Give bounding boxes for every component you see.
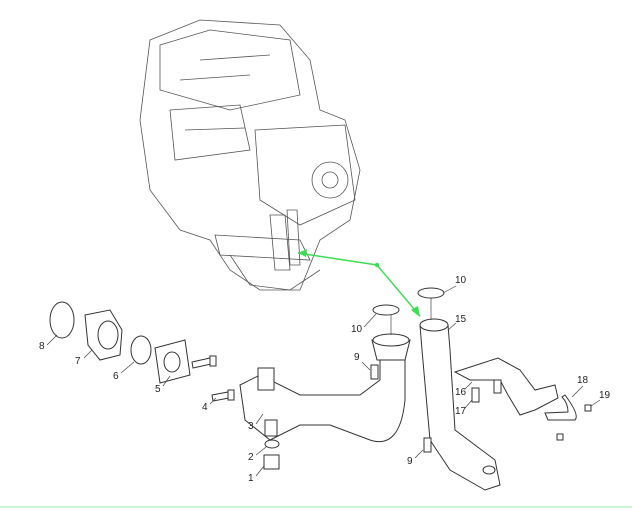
bolt-top (191, 355, 217, 369)
bolt-9b (423, 437, 432, 453)
plug-1 (263, 454, 280, 470)
callout-10-left: 10 (351, 324, 363, 335)
coolant-pipe-15 (419, 318, 501, 491)
callout-9-right: 9 (407, 456, 413, 467)
leader-lines (46, 285, 601, 477)
location-arrow (297, 249, 421, 317)
callout-16: 16 (455, 387, 467, 398)
thermostat-housing-7 (84, 309, 123, 361)
callout-8: 8 (39, 341, 45, 352)
callout-15: 15 (455, 314, 467, 325)
callout-3: 3 (248, 421, 254, 432)
callout-6: 6 (113, 371, 119, 382)
engine-illustration (139, 19, 361, 291)
callout-7: 7 (75, 356, 81, 367)
callout-18: 18 (577, 375, 589, 386)
callout-4: 4 (202, 402, 208, 413)
seal-ring-10a (372, 304, 400, 316)
seal-ring-8 (49, 301, 75, 339)
bolt-4 (211, 389, 235, 402)
bracket-16 (453, 357, 559, 416)
bolt-19 (556, 404, 592, 441)
callout-2: 2 (248, 452, 254, 463)
callout-1: 1 (248, 473, 254, 484)
coolant-pipe-3 (239, 333, 411, 442)
bolt-9a (370, 364, 379, 380)
clamp-18 (544, 394, 577, 421)
gasket-6 (130, 335, 152, 365)
callout-5: 5 (155, 384, 161, 395)
bolts-17 (471, 379, 502, 403)
seal-ring-2 (264, 439, 280, 449)
callout-9-left: 9 (354, 352, 360, 363)
flange-5 (154, 339, 191, 384)
callout-17: 17 (455, 406, 467, 417)
callout-10-right: 10 (455, 275, 467, 286)
seal-ring-10b (417, 287, 445, 299)
callout-19: 19 (599, 390, 611, 401)
